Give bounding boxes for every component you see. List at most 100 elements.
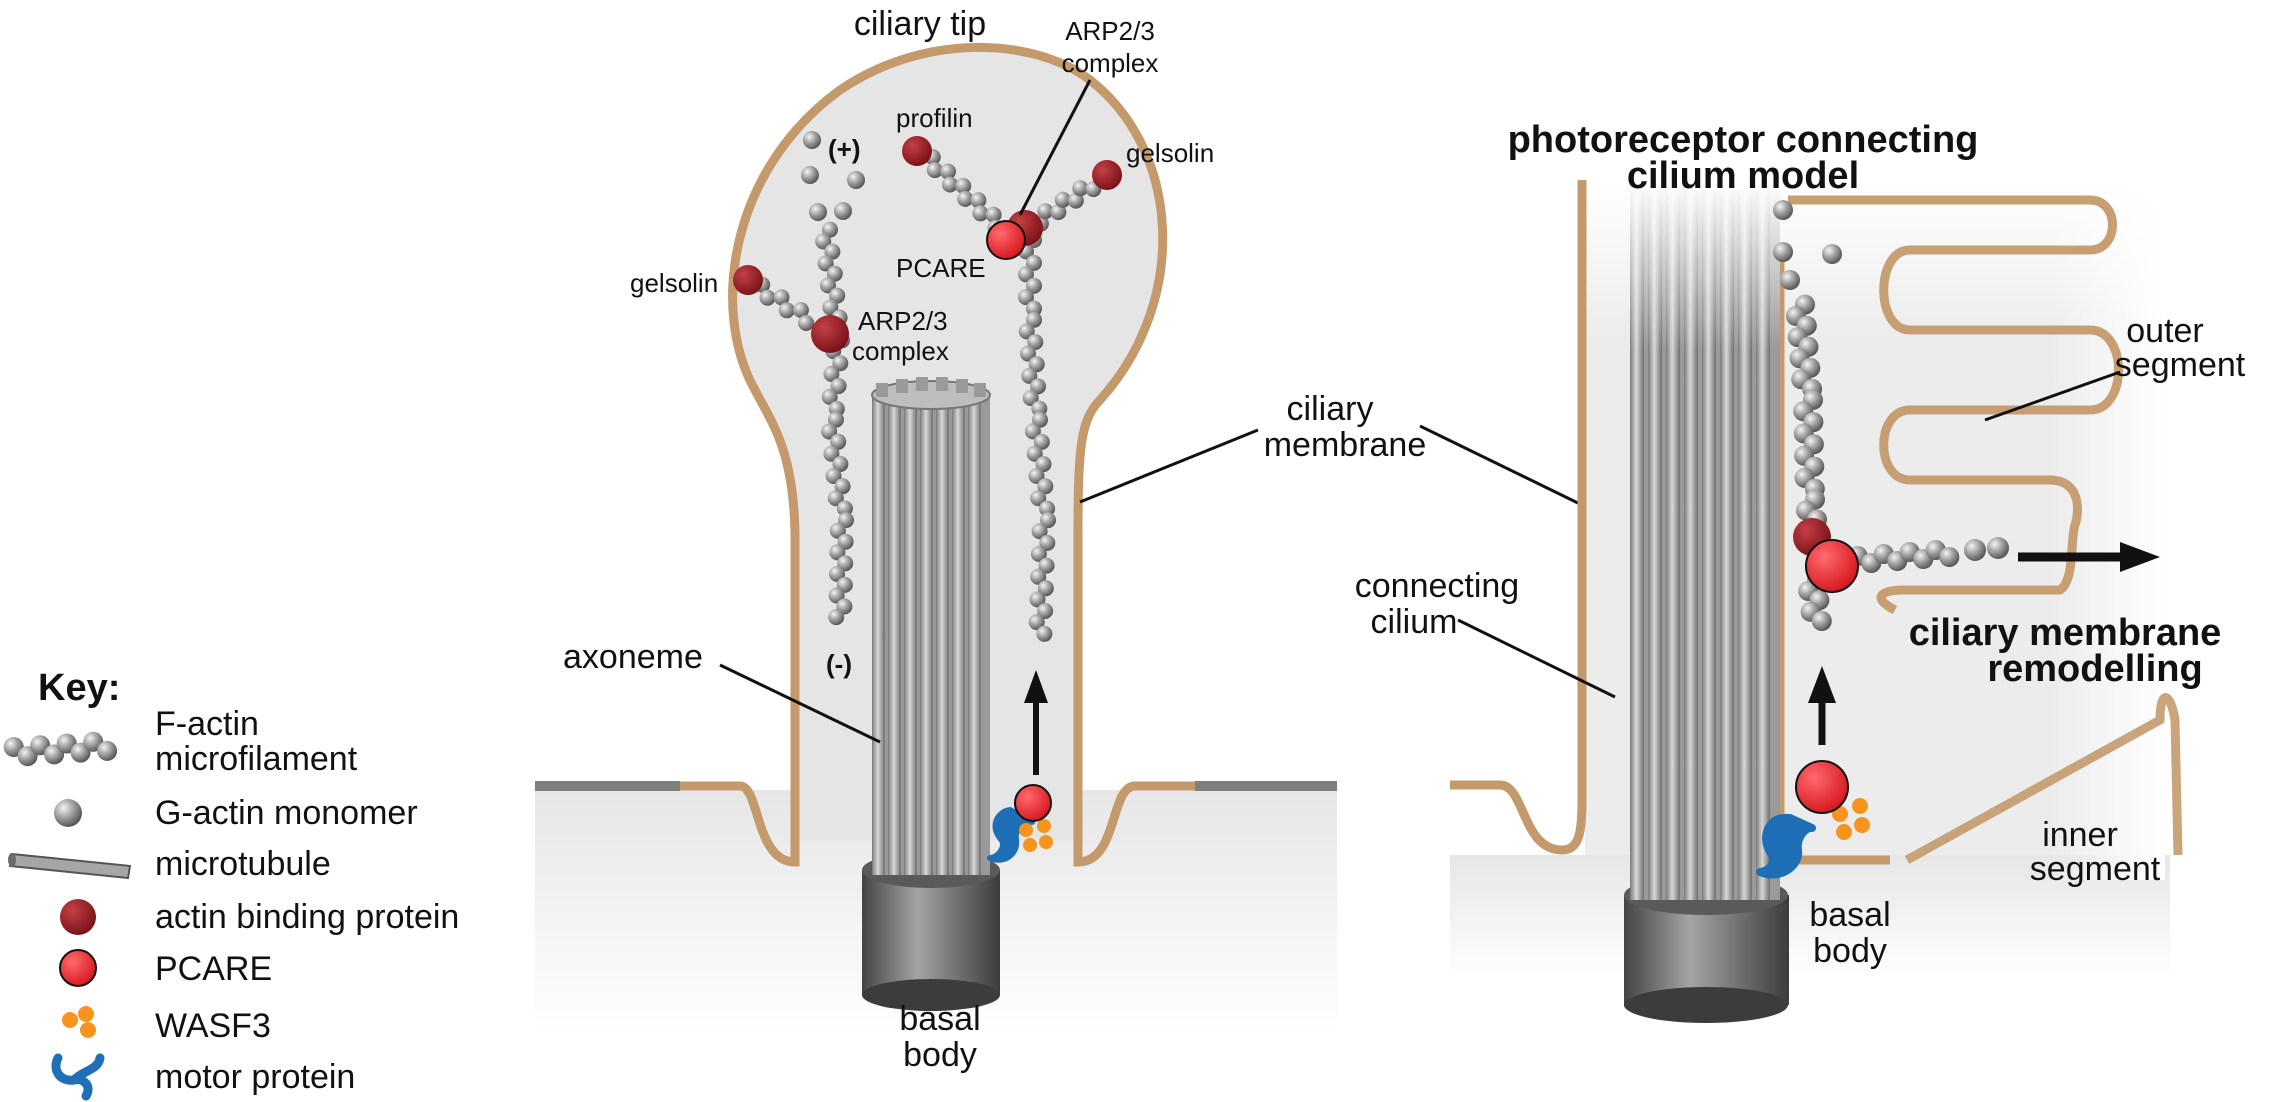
f-actin-bead [1030, 546, 1047, 562]
f-actin-bead [828, 411, 844, 428]
f-actin-bead [957, 190, 974, 207]
connecting-cilium-label-line1: connecting [1355, 567, 1519, 605]
f-actin-bead [1018, 323, 1035, 340]
key-label-wasf3: WASF3 [155, 1007, 271, 1045]
right-panel-title-line1: photoreceptor connecting [1508, 119, 1979, 161]
f-actin-bead [829, 287, 846, 304]
f-actin-bead [1026, 254, 1042, 271]
right-transport-arrow [1808, 666, 1836, 745]
right-basal-body-label-line2: body [1813, 932, 1887, 970]
f-actin-bead [1039, 500, 1056, 517]
profilin-label: profilin [896, 103, 973, 133]
gelsolin-right-label: gelsolin [1126, 138, 1214, 168]
f-actin-bead [836, 500, 853, 517]
f-actin-bead [1018, 266, 1034, 283]
key-title: Key: [38, 667, 120, 709]
f-actin-bead [792, 302, 809, 318]
f-actin-bead [826, 265, 843, 282]
f-actin-bead [1072, 180, 1089, 197]
ciliary-membrane-leader-left [1079, 428, 1259, 504]
right-disc-membranes-2 [1904, 693, 2183, 864]
key-label-actin-binding-protein: actin binding protein [155, 898, 459, 936]
f-actin-bead [1037, 603, 1054, 619]
f-actin-bead [1054, 191, 1071, 208]
minus-end-label: (-) [826, 649, 852, 679]
f-actin-bead [759, 289, 776, 306]
left-basal-body-label-line2: body [903, 1036, 977, 1074]
arp23-mid-label-line1: ARP2/3 [858, 306, 948, 336]
profilin [902, 136, 932, 166]
g-actin-monomer [1822, 244, 1842, 264]
f-actin-bead [834, 478, 851, 495]
f-actin-bead [1036, 625, 1053, 642]
gelsolin-left-label: gelsolin [630, 268, 718, 298]
f-actin-bead [824, 243, 841, 260]
f-actin-bead [1018, 289, 1034, 306]
f-actin-bead [1030, 378, 1046, 395]
f-actin-bead [822, 299, 839, 316]
f-actin-bead [97, 740, 118, 761]
g-actin-monomer [1964, 539, 1986, 561]
ciliary-membrane-callout: ciliary membrane [1079, 390, 1583, 507]
f-actin-bead [1028, 356, 1045, 373]
f-actin-bead [815, 233, 832, 250]
ciliary-membrane-label-line1: ciliary [1287, 390, 1374, 428]
f-actin-bead [823, 366, 840, 382]
f-actin-bead [926, 162, 943, 179]
axoneme-label: axoneme [563, 638, 703, 676]
remodelling-label-line1: ciliary membrane [1909, 612, 2222, 654]
gelsolin-left [733, 265, 763, 295]
f-actin-bead [972, 205, 989, 222]
left-basal-body [862, 852, 1000, 1011]
pcare-top [986, 220, 1026, 260]
g-actin-monomer [809, 203, 827, 221]
microtubule-icon [8, 852, 132, 880]
f-actin-bead [1037, 580, 1054, 597]
left-cilium-panel: ciliary tip ARP2/3 complex profilin gels… [535, 5, 1337, 1074]
f-actin-bead [1035, 456, 1052, 473]
f-actin-bead [832, 355, 849, 372]
f-actin-bead [1026, 300, 1042, 317]
f-actin-bead [1028, 467, 1045, 484]
inner-segment-label-line2: segment [2030, 850, 2161, 888]
gelsolin-right [1092, 160, 1122, 190]
f-actin-bead [1040, 512, 1056, 529]
key-label-motor-protein: motor protein [155, 1058, 355, 1096]
outer-segment-label-line2: segment [2115, 346, 2246, 384]
f-actin-bead [825, 468, 842, 484]
f-actin-bead [1026, 445, 1043, 462]
f-actin-bead [940, 163, 956, 180]
f-actin-bead [828, 609, 845, 626]
key-legend: Key: F-actin microfilament G-actin monom… [3, 667, 459, 1101]
pcare-icon [59, 949, 97, 987]
left-wasf3 [1019, 819, 1053, 852]
f-actin-bead [942, 176, 958, 193]
f-actin-bead [1032, 411, 1048, 428]
f-actin-bead [1067, 192, 1084, 209]
f-actin-bead [1024, 423, 1041, 440]
f-actin-bead [821, 388, 838, 405]
connecting-cilium-leader [1457, 618, 1616, 699]
right-pcare [1805, 539, 1859, 593]
g-actin-monomer [847, 171, 865, 189]
f-actin-bead [778, 302, 795, 319]
left-motor-protein [987, 807, 1035, 863]
left-transport-arrow [1024, 670, 1048, 775]
axoneme-leader [719, 663, 881, 744]
right-side-fade [2050, 180, 2165, 880]
key-label-f-actin-line1: F-actin [155, 705, 259, 743]
f-actin-bead [822, 221, 838, 238]
arp23-top-label-line1: ARP2/3 [1065, 16, 1155, 46]
connecting-cilium-label-line2: cilium [1371, 603, 1458, 641]
right-basal-body-label-line1: basal [1809, 896, 1890, 934]
left-ciliary-membrane [680, 42, 1195, 867]
f-actin-bead [1029, 591, 1046, 608]
left-axoneme [871, 377, 991, 875]
actin-binding-protein-icon [60, 899, 96, 935]
arp23-top-label-line2: complex [1062, 48, 1159, 78]
f-actin-bead [1027, 334, 1044, 350]
g-actin-icon [54, 799, 82, 827]
right-disc-membranes [1788, 195, 2123, 615]
right-wasf3 [1832, 798, 1870, 840]
g-actin-monomer [1987, 537, 2009, 559]
